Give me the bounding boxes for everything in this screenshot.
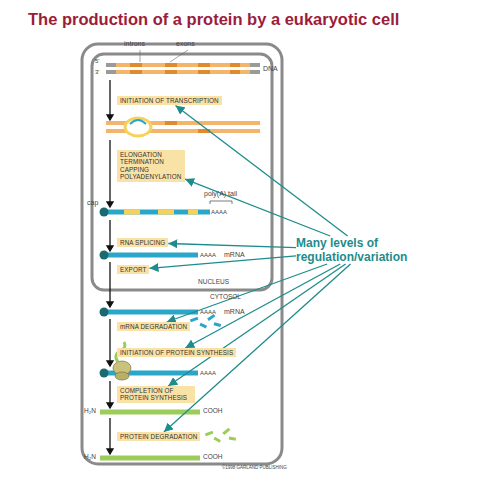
process-box: EXPORT [117,265,149,274]
process-box: RNA SPLICING [117,238,168,247]
figure-label: exons [176,40,195,47]
figure-label: AAAA [200,370,216,376]
dna-strands [106,50,260,72]
pre-mrna [100,201,233,217]
callout-arrow [149,256,296,268]
process-box: COMPLETION OF PROTEIN SYNTHESIS [117,386,195,403]
callout-label: Many levels of regulation/variation [296,236,436,264]
figure-label: ©1998 GARLAND PUBLISHING [222,466,287,471]
callout-arrow [185,264,340,348]
figure-label: CYTOSOL [210,294,241,301]
callout-arrow [167,264,328,322]
transcription-bubble [106,118,260,136]
mrna-fragments [190,314,221,329]
figure-label: mRNA [224,251,245,258]
protein-chain [100,456,200,461]
process-box: mRNA DEGRADATION [117,322,190,331]
figure-label: AAAA [211,209,227,215]
step-label: PROTEIN DEGRADATION [120,433,197,440]
protein-chain [100,410,200,415]
figure-label: introns [124,40,145,47]
callout-arrow [168,244,296,248]
step-label: INITIATION OF TRANSCRIPTION [120,97,219,104]
figure-label: cap [87,199,98,206]
figure-label: NUCLEUS [198,279,229,286]
callout-arrow [185,179,330,236]
process-box: ELONGATION TERMINATION CAPPING POLYADENY… [117,150,185,182]
figure-label: H₂N [84,408,96,415]
figure-label: COOH [203,454,223,461]
step-label: RNA SPLICING [120,239,165,246]
step-label: COMPLETION OF PROTEIN SYNTHESIS [120,387,192,402]
figure-label: COOH [203,408,223,415]
figure-label: mRNA [224,308,245,315]
process-box: INITIATION OF PROTEIN SYNTHESIS [117,348,236,357]
figure-label: DNA [263,65,278,72]
figure-label: 5' [95,58,99,64]
callout-arrow [168,264,345,386]
cell-outline [82,44,282,464]
figure-label: poly(A) tail [204,190,237,197]
protein-fragments [205,428,236,443]
step-label: INITIATION OF PROTEIN SYNTHESIS [120,349,233,356]
callout-arrow [176,105,348,236]
step-label: EXPORT [120,266,146,273]
mrna-nuclear [100,251,199,260]
mrna-cytosol [100,308,199,317]
flow-arrows [107,80,113,454]
step-label: ELONGATION TERMINATION CAPPING POLYADENY… [120,151,182,181]
figure-label: AAAA [200,252,216,258]
figure-label: H₂N [84,454,96,461]
callout-text: Many levels of regulation/variation [296,236,436,264]
process-box: INITIATION OF TRANSCRIPTION [117,96,222,105]
figure-label: 3' [95,69,99,75]
figure-label: AAAA [200,309,216,315]
diagram-title: The production of a protein by a eukaryo… [28,10,399,29]
process-box: PROTEIN DEGRADATION [117,432,200,441]
step-label: mRNA DEGRADATION [120,323,187,330]
nucleus-outline [92,54,272,290]
